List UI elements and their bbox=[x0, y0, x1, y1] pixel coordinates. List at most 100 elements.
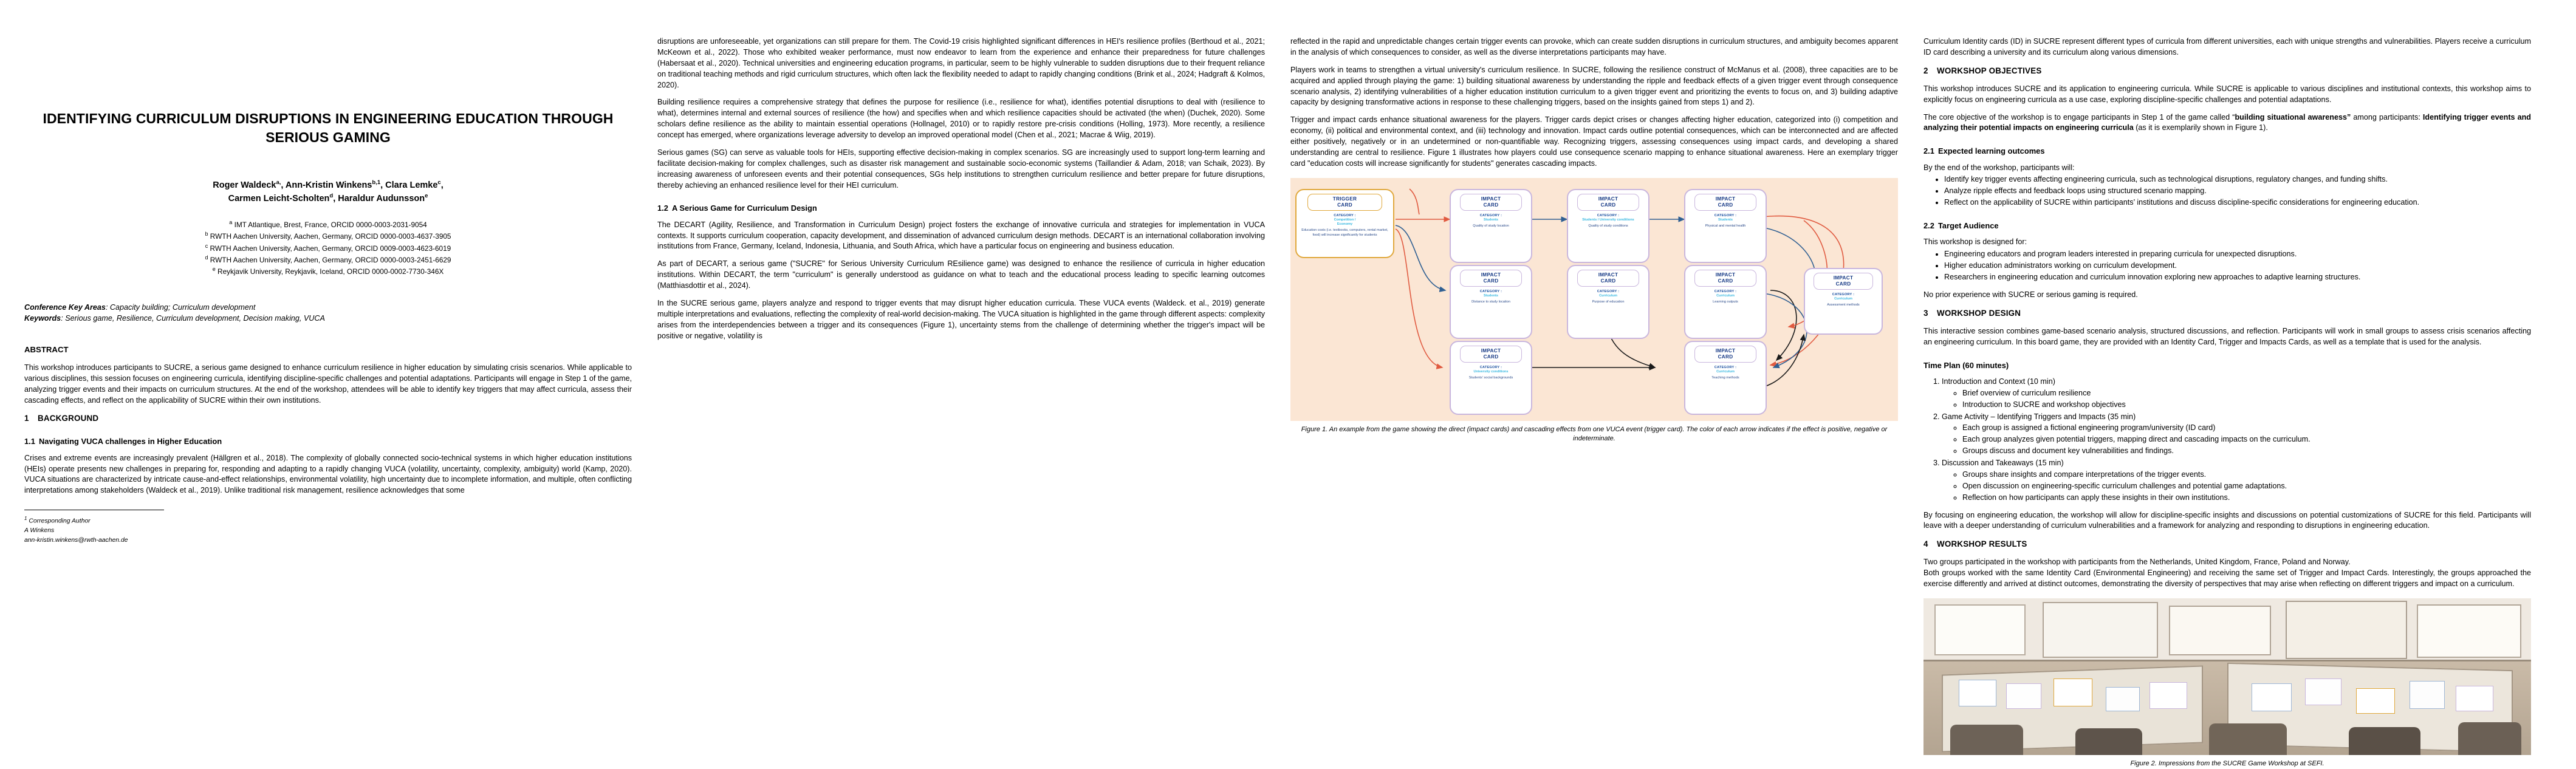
author-affil-mark: d bbox=[329, 192, 334, 199]
subsection-heading-audience: 2.2 Target Audience bbox=[1923, 220, 2531, 231]
affiliation-mark: a bbox=[229, 219, 233, 225]
subsection-number: 2.2 bbox=[1923, 221, 1934, 231]
timeplan-sublist: Brief overview of curriculum resilience … bbox=[1942, 388, 2531, 411]
abstract-heading: ABSTRACT bbox=[24, 345, 69, 355]
photo-card-9 bbox=[2410, 680, 2445, 709]
affiliation-item: a IMT Atlantique, Brest, France, ORCID 0… bbox=[24, 219, 632, 230]
affiliation-mark: c bbox=[205, 242, 208, 249]
audience-list: Engineering educators and program leader… bbox=[1923, 249, 2531, 283]
photo-flipchart-left bbox=[1934, 604, 2026, 655]
photo-card-2 bbox=[2006, 683, 2041, 709]
paragraph-s4-p2: Both groups worked with the same Identit… bbox=[1923, 569, 2531, 589]
author-name: Roger Waldeck bbox=[213, 180, 276, 190]
category-label: CATEGORY : bbox=[1832, 292, 1855, 296]
author-name: , Haraldur Audunsson bbox=[333, 193, 425, 203]
footnote: 1 Corresponding Author A Winkens ann-kri… bbox=[24, 510, 632, 545]
photo-chair-1 bbox=[1950, 724, 2023, 755]
affiliation-item: d RWTH Aachen University, Aachen, German… bbox=[24, 254, 632, 265]
subsection-title: Navigating VUCA challenges in Higher Edu… bbox=[39, 437, 222, 446]
section-number: 4 bbox=[1923, 539, 1928, 549]
affiliation-mark: d bbox=[205, 254, 208, 261]
timeplan-label: Discussion and Takeaways (15 min) bbox=[1942, 459, 2064, 467]
keywords-label: Keywords bbox=[24, 313, 61, 323]
paragraph-s3-p1: This interactive session combines game-b… bbox=[1923, 326, 2531, 346]
list-item: Discussion and Takeaways (15 min) Groups… bbox=[1942, 458, 2531, 504]
author-affil-mark: e bbox=[425, 192, 428, 199]
affiliation-text: RWTH Aachen University, Aachen, Germany,… bbox=[210, 232, 451, 241]
paragraph-s11-p1: Crises and extreme events are increasing… bbox=[24, 453, 632, 495]
list-item: Game Activity – Identifying Triggers and… bbox=[1942, 412, 2531, 457]
trigger-card-description: Education costs (i.e. textbooks, compute… bbox=[1301, 228, 1388, 237]
photo-card-4 bbox=[2106, 686, 2140, 711]
list-item: Each group analyzes given potential trig… bbox=[1962, 434, 2531, 445]
category-label: CATEGORY : bbox=[1597, 289, 1620, 293]
paragraph-s11-p3: Building resilience requires a comprehen… bbox=[657, 98, 1265, 139]
timeplan-label: Game Activity – Identifying Triggers and… bbox=[1942, 412, 2136, 421]
figure-2-photo bbox=[1923, 598, 2531, 755]
section-heading-design: 3 WORKSHOP DESIGN bbox=[1923, 307, 2531, 319]
impact-card-category: Curriculum bbox=[1834, 296, 1852, 301]
subsection-number: 2.1 bbox=[1923, 146, 1934, 156]
text-run: (as it is exemplarily shown in Figure 1)… bbox=[2133, 123, 2268, 132]
category-label: CATEGORY : bbox=[1479, 289, 1502, 293]
section-title: WORKSHOP DESIGN bbox=[1937, 308, 2021, 318]
footnote-text: Corresponding Author bbox=[29, 518, 91, 525]
list-item: Each group is assigned a fictional engin… bbox=[1962, 423, 2531, 434]
photo-card-8 bbox=[2356, 688, 2395, 714]
figure-1-caption: Figure 1. An example from the game showi… bbox=[1301, 425, 1888, 443]
list-item: Reflect on the applicability of SUCRE wi… bbox=[1944, 197, 2531, 208]
list-item: Groups discuss and document key vulnerab… bbox=[1962, 446, 2531, 457]
photo-card-3 bbox=[2054, 678, 2092, 706]
paragraph-s4-p1: Two groups participated in the workshop … bbox=[1923, 558, 2351, 567]
figure-2-caption: Figure 2. Impressions from the SUCRE Gam… bbox=[2130, 759, 2324, 767]
affiliation-mark: b bbox=[205, 231, 208, 238]
category-label: CATEGORY : bbox=[1334, 213, 1356, 217]
category-label: CATEGORY : bbox=[1714, 289, 1737, 293]
list-item: Open discussion on engineering-specific … bbox=[1962, 481, 2531, 492]
outcomes-lead: By the end of the workshop, participants… bbox=[1923, 163, 2075, 172]
abstract-text: This workshop introduces participants to… bbox=[24, 363, 632, 405]
author-name: , Ann-Kristin Winkens bbox=[281, 180, 372, 190]
impact-card-description: Teaching methods bbox=[1711, 376, 1739, 380]
category-label: CATEGORY : bbox=[1714, 213, 1737, 217]
outcomes-list: Identify key trigger events affecting en… bbox=[1923, 174, 2531, 208]
author-separator: , bbox=[440, 180, 444, 190]
paragraph-s11-p2: disruptions are unforeseeable, yet organ… bbox=[657, 37, 1265, 89]
photo-card-1 bbox=[1959, 679, 1996, 706]
timeplan-sublist: Groups share insights and compare interp… bbox=[1942, 470, 2531, 504]
affiliation-text: RWTH Aachen University, Aachen, Germany,… bbox=[210, 244, 451, 253]
section-number: 3 bbox=[1923, 308, 1928, 318]
photo-poster-4 bbox=[2417, 604, 2521, 658]
photo-chair-5 bbox=[2458, 722, 2521, 755]
column-2: disruptions are unforeseeable, yet organ… bbox=[657, 36, 1265, 717]
paragraph-s12-p3: In the SUCRE serious game, players analy… bbox=[657, 298, 1265, 340]
list-item: Introduction to SUCRE and workshop objec… bbox=[1962, 400, 2531, 411]
impact-card-description: Quality of study conditions bbox=[1588, 224, 1628, 228]
photo-card-10 bbox=[2456, 685, 2493, 711]
photo-poster-2 bbox=[2169, 605, 2271, 655]
subsection-title: Target Audience bbox=[1938, 221, 1999, 231]
keywords-value: : Serious game, Resilience, Curriculum d… bbox=[61, 313, 325, 323]
paragraph-s3-p2: By focusing on engineering education, th… bbox=[1923, 510, 2531, 530]
list-item: Identify key trigger events affecting en… bbox=[1944, 174, 2531, 185]
impact-card-description: Purpose of education bbox=[1592, 300, 1625, 304]
